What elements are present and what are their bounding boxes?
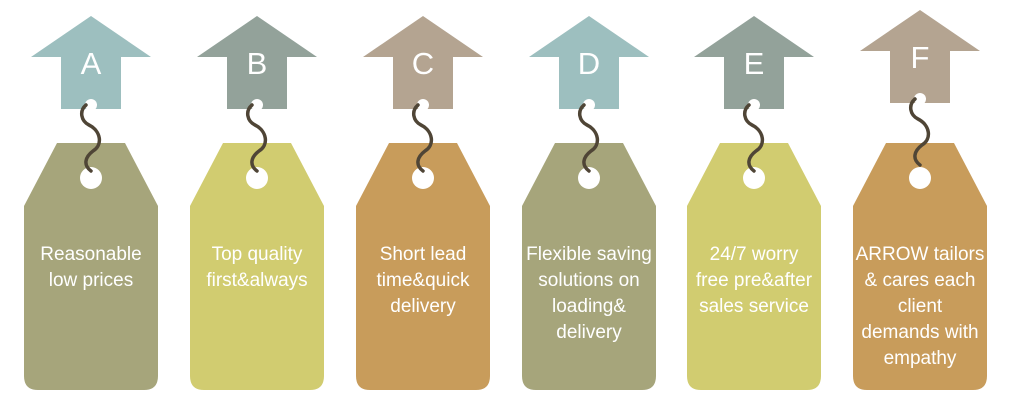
tag-graphic (687, 16, 821, 390)
tag-label: Short lead time&quick delivery (376, 244, 470, 317)
s-hook-icon (80, 103, 102, 173)
tag-label: Top quality first&always (206, 244, 308, 291)
arrow-up-shape (529, 16, 649, 109)
s-hook-icon (246, 103, 268, 173)
tag-hole (412, 167, 434, 189)
arrow-hole (748, 99, 760, 111)
tag-column-c: C Short lead time&quick delivery (353, 0, 493, 408)
tag-hole (578, 167, 600, 189)
tag-column-b: B Top quality first&always (187, 0, 327, 408)
tag-label: Reasonable low prices (40, 244, 142, 291)
arrow-hole (583, 99, 595, 111)
tag-column-e: E 24/7 worry free pre&after sales service (684, 0, 824, 408)
arrow-hole (85, 99, 97, 111)
s-hook-icon (743, 103, 765, 173)
arrow-up-shape (694, 16, 814, 109)
arrow-up-shape (31, 16, 151, 109)
price-tag-shape (853, 143, 987, 390)
arrow-letter: A (80, 46, 102, 81)
tag-graphic (190, 16, 324, 390)
tag-column-d: D Flexible saving solutions on loading& d… (519, 0, 659, 408)
tag-label: Flexible saving solutions on loading& de… (526, 244, 652, 343)
tag-column-a: A Reasonable low prices (21, 0, 161, 408)
tag-graphic (356, 16, 490, 390)
arrow-letter: D (577, 46, 601, 81)
price-tag-shape (356, 143, 490, 390)
s-hook-icon (578, 103, 600, 173)
arrow-letter: C (411, 46, 435, 81)
tag-hole (246, 167, 268, 189)
tag-label: ARROW tailors & cares each client demand… (855, 244, 985, 369)
tag-hole (743, 167, 765, 189)
tag-label: 24/7 worry free pre&after sales service (695, 244, 813, 317)
price-tag-shape (24, 143, 158, 390)
arrow-up-shape (860, 10, 980, 103)
tag-hole (80, 167, 102, 189)
arrow-hole (251, 99, 263, 111)
arrow-letter: E (743, 46, 765, 81)
s-hook-icon (412, 103, 434, 173)
tag-graphic (24, 16, 158, 390)
tag-graphic (853, 10, 987, 390)
arrow-hole (417, 99, 429, 111)
s-hook-icon (909, 97, 931, 167)
tag-hole (909, 167, 931, 189)
arrow-up-shape (197, 16, 317, 109)
tag-column-f: F ARROW tailors & cares each client deman… (850, 0, 990, 408)
tag-graphic (522, 16, 656, 390)
price-tag-shape (522, 143, 656, 390)
price-tag-shape (190, 143, 324, 390)
arrow-up-shape (363, 16, 483, 109)
arrow-letter: B (246, 46, 268, 81)
price-tag-shape (687, 143, 821, 390)
arrow-letter: F (910, 40, 930, 75)
arrow-hole (914, 93, 926, 105)
